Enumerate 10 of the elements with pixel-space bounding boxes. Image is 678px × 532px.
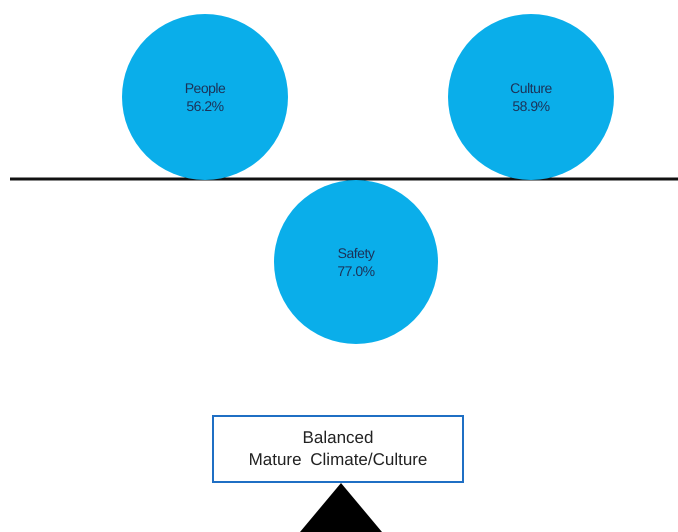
box-text: Mature Climate/Culture xyxy=(248,449,428,471)
percentage-value: 58.9% xyxy=(512,97,550,115)
percentage-value: 77.0% xyxy=(337,262,375,280)
circle-title: Culture xyxy=(510,79,552,97)
label-box xyxy=(212,415,464,483)
fulcrum-triangle xyxy=(300,483,382,532)
percentage-value: 56.2% xyxy=(186,97,224,115)
box-text: Balanced xyxy=(302,427,374,449)
circle-title: Safety xyxy=(338,244,374,262)
circle-title: People xyxy=(184,79,226,97)
